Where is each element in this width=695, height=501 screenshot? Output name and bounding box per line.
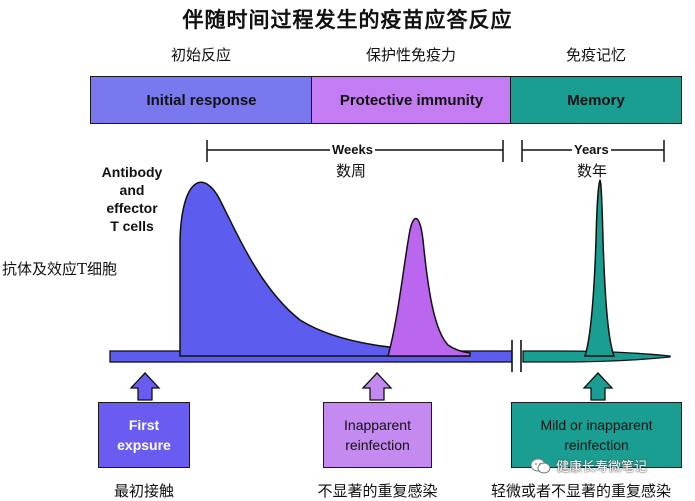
weeks-label-cn: 数周 [336,162,367,180]
wechat-icon [530,458,551,473]
first-exposure-line: expsure [117,437,171,453]
phase-initial-label: Initial response [146,91,257,109]
y-axis-label-cn: 抗体及效应T细胞 [2,260,118,278]
phase-memory-label: Memory [567,91,625,109]
years-label: Years [572,142,611,157]
phase-protective-label: Protective immunity [339,91,484,109]
y-label-line: effector [106,200,158,216]
phase-memory-cn: 免疫记忆 [565,46,626,64]
phase-memory-segment: Memory [510,76,682,124]
phase-protective-cn: 保护性免疫力 [365,46,456,64]
first-exposure-cn: 最初接触 [113,482,174,500]
phase-initial-segment: Initial response [90,76,313,124]
memory-spike [583,179,616,357]
inapparent-reinfection-line: reinfection [345,437,410,453]
watermark-text: 健康长寿微笔记 [556,460,648,475]
inapparent-reinfection-line: Inapparent [344,417,411,433]
arrow-mild-reinfection [582,372,614,401]
phase-initial-cn: 初始反应 [170,46,231,64]
arrow-inapparent-reinfection [361,372,393,401]
inapparent-reinfection-cn: 不显著的重复感染 [317,482,438,500]
mild-reinfection-box: Mild or inapparent reinfection [511,402,682,468]
y-label-line: Antibody [101,164,163,180]
first-exposure-line: First [128,417,160,433]
weeks-label: Weeks [330,142,375,157]
mild-reinfection-line: reinfection [564,437,629,453]
protective-immunity-curve [387,217,471,357]
watermark: 健康长寿微笔记 [530,456,647,475]
mild-reinfection-cn: 轻微或者不显著的重复感染 [490,482,671,500]
y-label-line: T cells [110,218,154,234]
inapparent-reinfection-box: Inapparent reinfection [323,402,432,468]
y-axis-label-en: Antibody and effector T cells [88,163,176,235]
axis-break [511,340,522,372]
years-label-cn: 数年 [577,162,608,180]
y-label-line: and [119,182,145,198]
arrow-first-exposure [129,372,161,401]
mild-reinfection-line: Mild or inapparent [540,417,653,433]
diagram-title: 伴随时间过程发生的疫苗应答反应 [182,7,513,32]
first-exposure-box: First expsure [98,402,190,468]
